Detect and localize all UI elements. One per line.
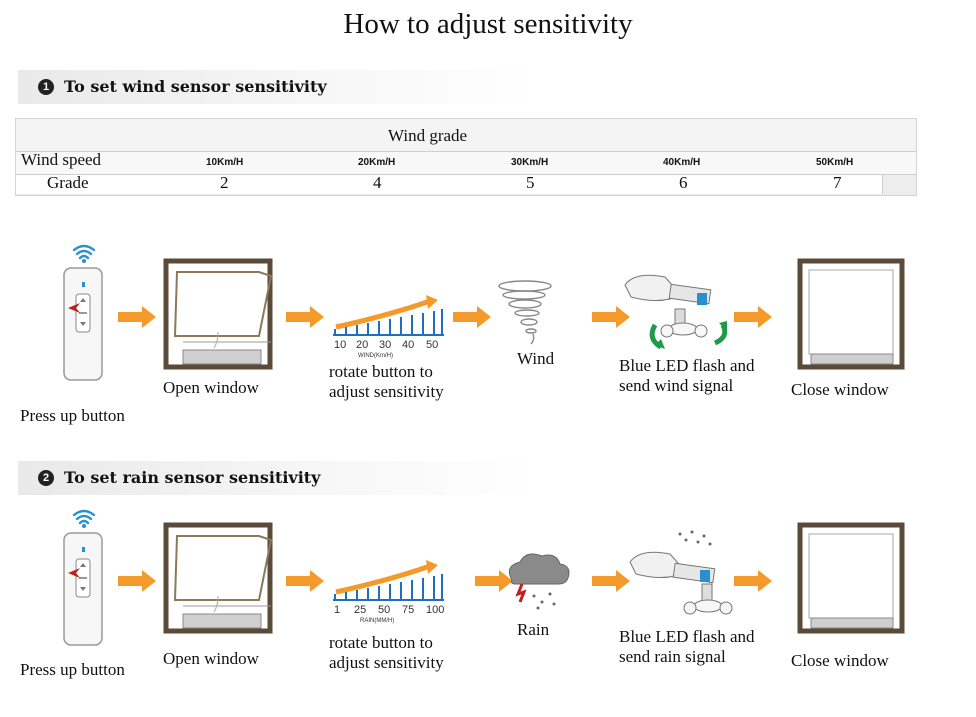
tornado-icon	[498, 280, 552, 345]
wifi-signal-icon	[72, 509, 96, 525]
rain-cloud-icon	[508, 553, 570, 610]
step-rotate-label-1: rotate button to	[329, 633, 433, 652]
speed-cell: 50Km/H	[816, 157, 854, 168]
table-grade-row	[16, 175, 883, 194]
orange-arrow-icon	[734, 570, 772, 592]
grade-cell: 5	[526, 173, 535, 192]
step-open-label: Open window	[163, 378, 259, 397]
scale-tick: 75	[402, 604, 414, 616]
sensor-device-icon	[624, 274, 728, 350]
scale-unit: WIND(Km/H)	[358, 353, 393, 359]
wind-speed-label: Wind speed	[21, 150, 102, 169]
step-weather-label: Wind	[517, 349, 555, 368]
section-number: 1	[38, 79, 54, 95]
orange-arrow-icon	[475, 570, 513, 592]
scale-unit: RAIN(MM/H)	[360, 618, 394, 624]
step-led-label-2: send wind signal	[619, 376, 734, 395]
orange-arrow-icon	[592, 570, 630, 592]
speed-cell: 40Km/H	[663, 157, 701, 168]
open-window-icon	[163, 522, 273, 634]
wind-grade-table: Wind grade Wind speed 10Km/H 20Km/H 30Km…	[15, 118, 917, 196]
grade-cell: 7	[833, 173, 842, 192]
closed-window-icon	[797, 258, 905, 370]
scale-dial-icon: 10 20 30 40 50 WIND(Km/H)	[333, 295, 444, 359]
orange-arrow-icon	[286, 306, 324, 328]
wifi-signal-icon	[72, 244, 96, 260]
step-led-label-1: Blue LED flash and	[619, 356, 755, 375]
step-close-label: Close window	[791, 651, 889, 670]
speed-cell: 20Km/H	[358, 157, 396, 168]
step-led-label-2: send rain signal	[619, 647, 726, 666]
scale-tick: 10	[334, 339, 346, 351]
section-heading-wind: 1 To set wind sensor sensitivity	[18, 70, 538, 104]
scale-tick: 40	[402, 339, 414, 351]
step-close-label: Close window	[791, 380, 889, 399]
table-speed-row	[16, 152, 916, 175]
scale-tick: 100	[426, 604, 444, 616]
scale-tick: 30	[379, 339, 391, 351]
scale-tick: 25	[354, 604, 366, 616]
section-title: To set wind sensor sensitivity	[64, 77, 327, 96]
grade-cell: 2	[220, 173, 229, 192]
scale-tick: 50	[378, 604, 390, 616]
orange-arrow-icon	[592, 306, 630, 328]
remote-control-icon	[63, 244, 103, 381]
scale-dial-icon: 1 25 50 75 100 RAIN(MM/H)	[333, 560, 444, 624]
step-rotate-label-2: adjust sensitivity	[329, 653, 444, 672]
orange-arrow-icon	[734, 306, 772, 328]
grade-label: Grade	[47, 173, 89, 192]
scale-tick: 50	[426, 339, 438, 351]
step-open-label: Open window	[163, 649, 259, 668]
step-rotate-label-1: rotate button to	[329, 362, 433, 381]
remote-control-icon	[63, 509, 103, 646]
scale-tick: 20	[356, 339, 368, 351]
step-weather-label: Rain	[517, 620, 550, 639]
table-header-row	[16, 119, 916, 152]
section-heading-rain: 2 To set rain sensor sensitivity	[18, 461, 538, 495]
scale-tick: 1	[334, 604, 340, 616]
step-press-label: Press up button	[20, 660, 125, 679]
orange-arrow-icon	[453, 306, 491, 328]
step-press-label: Press up button	[20, 406, 125, 425]
closed-window-icon	[797, 522, 905, 634]
grade-cell: 6	[679, 173, 688, 192]
grade-cell: 4	[373, 173, 382, 192]
section-number: 2	[38, 470, 54, 486]
section-title: To set rain sensor sensitivity	[64, 468, 321, 487]
speed-cell: 10Km/H	[206, 157, 244, 168]
sensor-device-icon	[629, 530, 733, 615]
page-title: How to adjust sensitivity	[343, 8, 633, 40]
open-window-icon	[163, 258, 273, 370]
orange-arrow-icon	[118, 570, 156, 592]
step-rotate-label-2: adjust sensitivity	[329, 382, 444, 401]
orange-arrow-icon	[118, 306, 156, 328]
orange-arrow-icon	[286, 570, 324, 592]
step-led-label-1: Blue LED flash and	[619, 627, 755, 646]
table-header: Wind grade	[388, 126, 468, 145]
speed-cell: 30Km/H	[511, 157, 549, 168]
